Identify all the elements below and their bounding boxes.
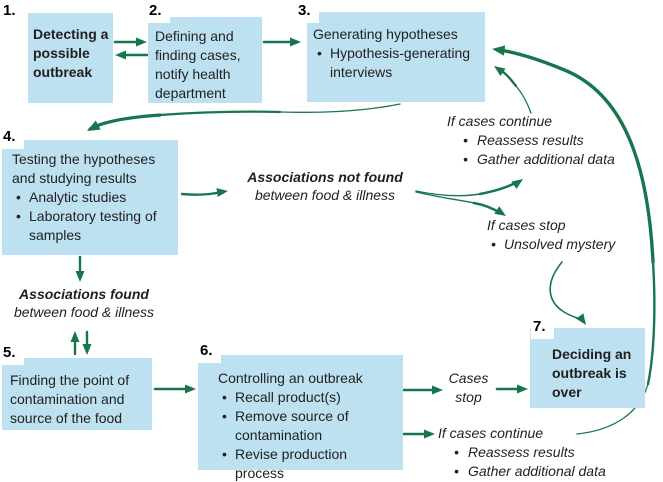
step-box-7: Deciding an outbreak is over xyxy=(530,328,645,408)
step-6-bullets: Recall product(s)Remove source of contam… xyxy=(218,388,399,482)
arrow-not-found-to-cases-stop xyxy=(415,191,509,220)
cases-stop-line2: stop xyxy=(455,389,482,405)
bullet-item: Reassess results xyxy=(438,443,606,462)
step-6-title: Controlling an outbreak xyxy=(218,370,363,386)
bullet-item: Analytic studies xyxy=(12,188,174,207)
arrow-cases-stop-to-step7 xyxy=(495,384,528,394)
step-number-2: 2. xyxy=(147,1,170,23)
bullet-item: Gather additional data xyxy=(447,150,615,169)
step-number-1: 1. xyxy=(1,1,24,23)
arrow-cases-continue-to-step3-big-arc xyxy=(491,43,656,435)
cases-stop-line1: Cases xyxy=(448,370,489,386)
arrow-step6-to-cases-stop xyxy=(402,385,443,395)
if-cases-continue-top-title: If cases continue xyxy=(447,113,553,129)
if-cases-continue-top-bullets: Reassess resultsGather additional data xyxy=(447,131,615,169)
step-3-title: Generating hypotheses xyxy=(313,26,458,42)
if-cases-continue-bottom-title: If cases continue xyxy=(438,425,544,441)
step-1-title: Detecting a possible outbreak xyxy=(33,26,109,80)
label-cases-stop: Cases stop xyxy=(441,369,496,407)
if-cases-stop-bullets: Unsolved mystery xyxy=(487,235,615,254)
label-associations-found: Associations found between food & illnes… xyxy=(0,285,168,321)
associations-not-found-subtitle: between food & illness xyxy=(254,187,396,203)
step-2-title: Defining and finding cases, notify healt… xyxy=(155,28,241,101)
associations-not-found-title: Associations not found xyxy=(247,169,403,185)
arrow-not-found-to-cases-continue xyxy=(415,175,526,197)
note-if-cases-continue-bottom: If cases continue Reassess resultsGather… xyxy=(438,424,606,481)
step-4-title: Testing the hypotheses and studying resu… xyxy=(12,151,156,186)
arrow-step4-to-associations-found xyxy=(75,255,85,282)
step-box-5: Finding the point of contamination and s… xyxy=(2,358,152,430)
step-box-1: Detecting a possible outbreak xyxy=(28,13,113,103)
arrow-step1-to-step2 xyxy=(113,37,147,47)
bullet-item: Laboratory testing of samples xyxy=(12,207,174,245)
arrow-associations-found-down xyxy=(82,330,92,355)
step-number-5: 5. xyxy=(1,343,24,365)
step-box-2: Defining and finding cases, notify healt… xyxy=(148,17,262,103)
arrow-continue-top-to-step3 xyxy=(491,62,532,114)
step-box-3: Generating hypotheses Hypothesis-generat… xyxy=(307,12,485,102)
step-4-bullets: Analytic studiesLaboratory testing of sa… xyxy=(12,188,174,245)
label-associations-not-found: Associations not found between food & il… xyxy=(230,168,420,204)
step-number-7: 7. xyxy=(531,317,554,339)
bullet-item: Remove source of contamination xyxy=(218,407,399,445)
bullet-item: Reassess results xyxy=(447,131,615,150)
bullet-item: Gather additional data xyxy=(438,462,606,481)
step-box-6: Controlling an outbreak Recall product(s… xyxy=(198,355,403,481)
bullet-item: Hypothesis-generating interviews xyxy=(313,44,481,82)
arrow-step2-to-step1 xyxy=(115,50,149,60)
step-3-bullets: Hypothesis-generating interviews xyxy=(313,44,481,82)
arrow-unsolved-mystery-to-step7 xyxy=(549,261,590,328)
step-number-6: 6. xyxy=(198,341,221,363)
arrow-step4-to-associations-not-found xyxy=(180,186,229,197)
if-cases-stop-title: If cases stop xyxy=(487,217,566,233)
arrow-step3-to-step4 xyxy=(84,103,401,136)
step-box-4: Testing the hypotheses and studying resu… xyxy=(2,140,178,255)
associations-found-title: Associations found xyxy=(19,286,149,302)
note-if-cases-stop: If cases stop Unsolved mystery xyxy=(487,216,615,254)
bullet-item: Recall product(s) xyxy=(218,388,399,407)
step-number-4: 4. xyxy=(1,127,24,149)
if-cases-continue-bottom-bullets: Reassess resultsGather additional data xyxy=(438,443,606,481)
step-number-3: 3. xyxy=(296,1,319,23)
associations-found-subtitle: between food & illness xyxy=(13,304,155,320)
bullet-item: Unsolved mystery xyxy=(487,235,615,254)
step-7-title: Deciding an outbreak is over xyxy=(552,346,632,400)
arrow-step6-to-cases-continue xyxy=(402,429,435,439)
arrow-step5-to-step6 xyxy=(153,384,196,394)
bullet-item: Revise production process xyxy=(218,445,399,482)
note-if-cases-continue-top: If cases continue Reassess resultsGather… xyxy=(447,112,615,169)
step-5-title: Finding the point of contamination and s… xyxy=(10,372,130,426)
arrow-step2-to-step3 xyxy=(262,37,301,47)
arrow-associations-found-up xyxy=(70,331,80,356)
